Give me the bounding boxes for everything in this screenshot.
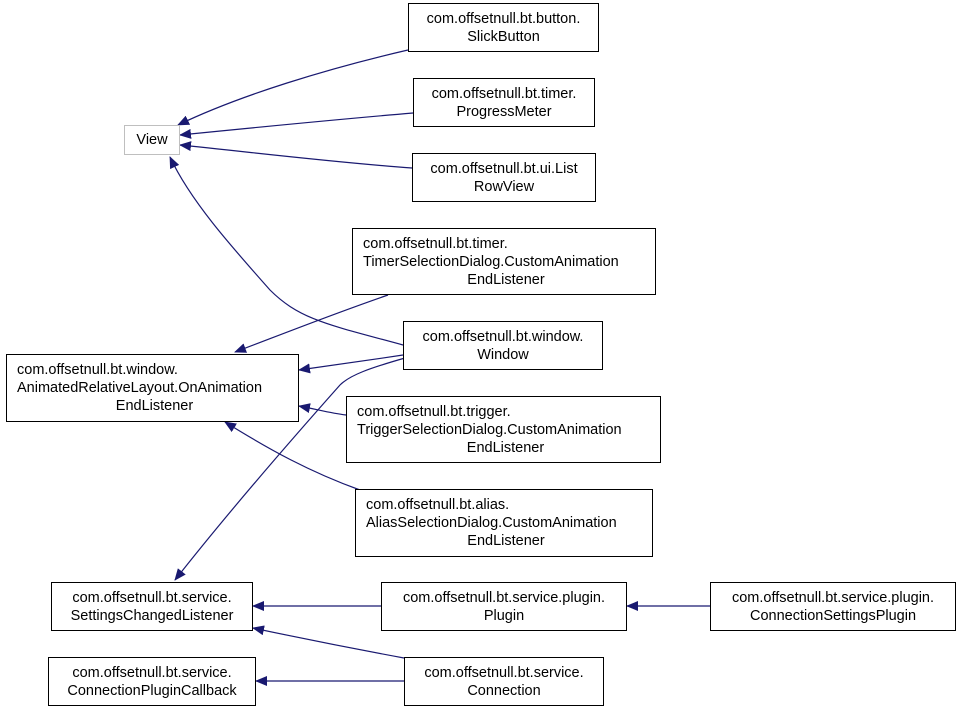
edge-listrowview-to-view xyxy=(179,141,413,169)
node-label-line: com.offsetnull.bt.service.plugin. xyxy=(731,589,935,606)
node-connection-plugin-callback[interactable]: com.offsetnull.bt.service. ConnectionPlu… xyxy=(48,657,256,706)
node-window[interactable]: com.offsetnull.bt.window. Window xyxy=(403,321,603,370)
edge-window-to-view xyxy=(169,156,404,346)
edge-window-to-settingschanged xyxy=(174,357,406,581)
node-settings-changed-listener[interactable]: com.offsetnull.bt.service. SettingsChang… xyxy=(51,582,253,631)
node-label-line: AliasSelectionDialog.CustomAnimation xyxy=(366,515,617,531)
node-slick-button[interactable]: com.offsetnull.bt.button. SlickButton xyxy=(408,3,599,52)
node-timer-selection-listener[interactable]: com.offsetnull.bt.timer. TimerSelectionD… xyxy=(352,228,656,295)
node-label-line: ConnectionPluginCallback xyxy=(67,682,237,699)
node-label-line: AnimatedRelativeLayout.OnAnimation xyxy=(17,380,263,396)
node-label-line: com.offsetnull.bt.service.plugin. xyxy=(402,589,606,606)
node-label-line: EndListener xyxy=(466,439,545,456)
node-label-line: com.offsetnull.bt.timer. xyxy=(363,235,508,252)
node-label-line: com.offsetnull.bt.window. xyxy=(422,328,584,345)
node-label-line: com.offsetnull.bt.service. xyxy=(72,664,232,681)
node-label-line: ConnectionSettingsPlugin xyxy=(749,607,917,624)
node-connection[interactable]: com.offsetnull.bt.service. Connection xyxy=(404,657,604,706)
node-label-line: EndListener xyxy=(467,533,545,549)
node-list-row-view[interactable]: com.offsetnull.bt.ui.List RowView xyxy=(412,153,596,202)
node-label-line: RowView xyxy=(473,178,535,195)
edge-aliaslistener-to-onanimationend xyxy=(224,421,361,491)
node-progress-meter[interactable]: com.offsetnull.bt.timer. ProgressMeter xyxy=(413,78,595,127)
edge-triggerlistener-to-onanimationend xyxy=(298,403,347,416)
edge-progressmeter-to-view xyxy=(179,112,414,139)
node-connection-settings-plugin[interactable]: com.offsetnull.bt.service.plugin. Connec… xyxy=(710,582,956,631)
edge-slickbutton-to-view xyxy=(177,49,409,126)
node-label-line: com.offsetnull.bt.trigger. xyxy=(357,403,511,420)
node-label-line: com.offsetnull.bt.alias. xyxy=(366,497,510,513)
node-label-line: TriggerSelectionDialog.CustomAnimation xyxy=(357,421,622,438)
node-label-line: com.offsetnull.bt.service. xyxy=(72,589,232,606)
node-label-line: com.offsetnull.bt.button. xyxy=(426,10,581,27)
node-label-line: Window xyxy=(477,346,529,363)
node-label-line: ProgressMeter xyxy=(456,103,552,120)
node-label-line: Plugin xyxy=(483,607,525,624)
edge-timerlistener-to-onanimationend xyxy=(234,294,389,353)
node-label-line: com.offsetnull.bt.window. xyxy=(17,362,178,378)
edge-connection-to-settingschanged xyxy=(252,625,405,659)
node-label-line: com.offsetnull.bt.ui.List xyxy=(430,160,578,177)
node-view[interactable]: View xyxy=(124,125,180,155)
node-label-line: SlickButton xyxy=(467,28,540,45)
node-trigger-selection-listener[interactable]: com.offsetnull.bt.trigger. TriggerSelect… xyxy=(346,396,661,463)
node-label-line: View xyxy=(136,132,168,148)
node-label-line: EndListener xyxy=(467,271,545,288)
edge-window-to-onanimationend xyxy=(298,354,404,374)
node-plugin[interactable]: com.offsetnull.bt.service.plugin. Plugin xyxy=(381,582,627,631)
node-label-line: TimerSelectionDialog.CustomAnimation xyxy=(363,253,619,270)
node-on-animation-end-listener[interactable]: com.offsetnull.bt.window. AnimatedRelati… xyxy=(6,354,299,422)
node-label-line: com.offsetnull.bt.timer. xyxy=(431,85,577,102)
node-label-line: Connection xyxy=(467,682,541,699)
node-label-line: com.offsetnull.bt.service. xyxy=(424,664,584,681)
node-alias-selection-listener[interactable]: com.offsetnull.bt.alias. AliasSelectionD… xyxy=(355,489,653,557)
node-label-line: EndListener xyxy=(115,398,194,414)
node-label-line: SettingsChangedListener xyxy=(70,607,234,624)
